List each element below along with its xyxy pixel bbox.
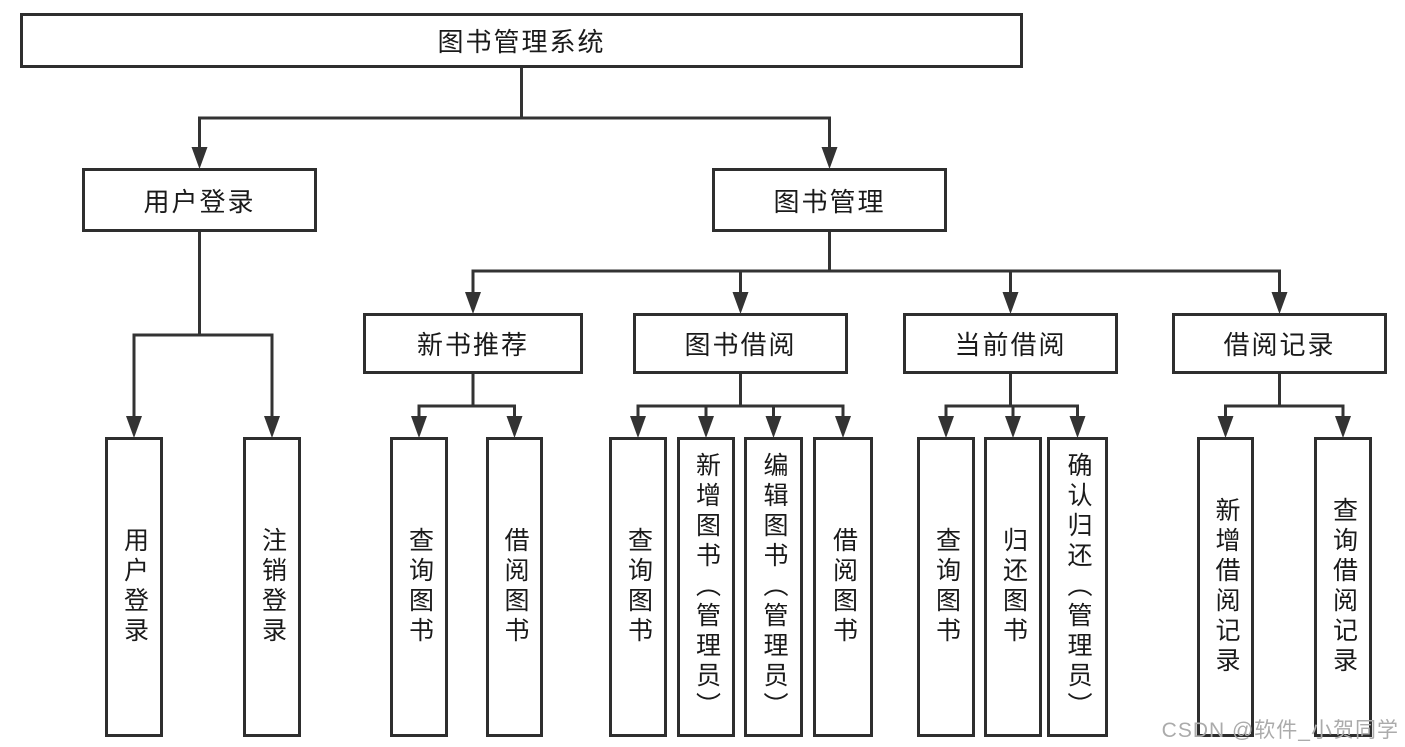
node-label: 注销登录: [258, 527, 287, 647]
arrowhead-icon: [411, 416, 427, 438]
node-label: 查询借阅记录: [1329, 497, 1358, 677]
arrowhead-icon: [1002, 292, 1019, 314]
node-user-login: 用户登录: [82, 168, 317, 232]
node-label: 用户登录: [120, 527, 149, 647]
arrowhead-icon: [698, 416, 714, 438]
node-label: 查询图书: [624, 527, 653, 647]
node-label: 借阅记录: [1223, 330, 1336, 360]
node-label: 用户登录: [143, 186, 256, 217]
arrowhead-icon: [1069, 416, 1086, 438]
arrowhead-icon: [126, 416, 142, 438]
node-label: 新增借阅记录: [1212, 497, 1240, 677]
node-v-borrow-book-1: 借阅图书: [486, 437, 543, 737]
arrowhead-icon: [1005, 416, 1021, 438]
arrowhead-icon: [1217, 416, 1234, 438]
arrowhead-icon: [191, 147, 208, 169]
node-v-query-book-2: 查询图书: [609, 437, 667, 737]
watermark: CSDN @软件_小贺同学: [1161, 719, 1399, 742]
node-v-return-book: 归还图书: [984, 437, 1042, 737]
node-v-query-record: 查询借阅记录: [1314, 437, 1372, 737]
node-v-borrow-book-2: 借阅图书: [813, 437, 873, 737]
arrowhead-icon: [1335, 416, 1351, 438]
node-v-confirm-return: 确认归还（管理员）: [1047, 437, 1108, 737]
arrowhead-icon: [732, 292, 749, 314]
arrowhead-icon: [630, 416, 646, 438]
node-label: 图书借阅: [684, 330, 797, 360]
node-label: 编辑图书（管理员）: [760, 452, 788, 722]
arrowhead-icon: [938, 416, 954, 438]
node-v-add-book: 新增图书（管理员）: [677, 437, 735, 737]
node-v-edit-book: 编辑图书（管理员）: [744, 437, 803, 737]
node-label: 图书管理: [773, 186, 886, 217]
node-v-add-record: 新增借阅记录: [1197, 437, 1254, 737]
arrowhead-icon: [506, 416, 523, 438]
arrowhead-icon: [821, 147, 838, 169]
node-label: 归还图书: [999, 527, 1028, 647]
node-v-query-book-1: 查询图书: [390, 437, 448, 737]
node-current-borrow: 当前借阅: [903, 313, 1118, 374]
node-borrow-record: 借阅记录: [1172, 313, 1387, 374]
node-label: 当前借阅: [954, 330, 1067, 360]
node-v-logout: 注销登录: [243, 437, 301, 737]
node-label: 查询图书: [405, 527, 434, 647]
node-v-query-book-3: 查询图书: [917, 437, 975, 737]
node-book-borrow: 图书借阅: [633, 313, 848, 374]
node-new-book-rec: 新书推荐: [363, 313, 583, 374]
node-label: 借阅图书: [829, 527, 858, 647]
arrowhead-icon: [264, 416, 280, 438]
node-book-mgmt: 图书管理: [712, 168, 947, 232]
node-label: 新书推荐: [416, 330, 529, 360]
arrowhead-icon: [1271, 292, 1288, 314]
arrowhead-icon: [835, 416, 851, 438]
node-label: 确认归还（管理员）: [1064, 452, 1092, 722]
arrowhead-icon: [465, 292, 481, 314]
node-label: 图书管理系统: [437, 27, 606, 57]
arrowhead-icon: [765, 416, 782, 438]
node-label: 借阅图书: [501, 527, 529, 647]
node-label: 新增图书（管理员）: [692, 452, 721, 722]
node-root: 图书管理系统: [20, 13, 1023, 68]
node-label: 查询图书: [932, 527, 961, 647]
node-v-user-login: 用户登录: [105, 437, 163, 737]
